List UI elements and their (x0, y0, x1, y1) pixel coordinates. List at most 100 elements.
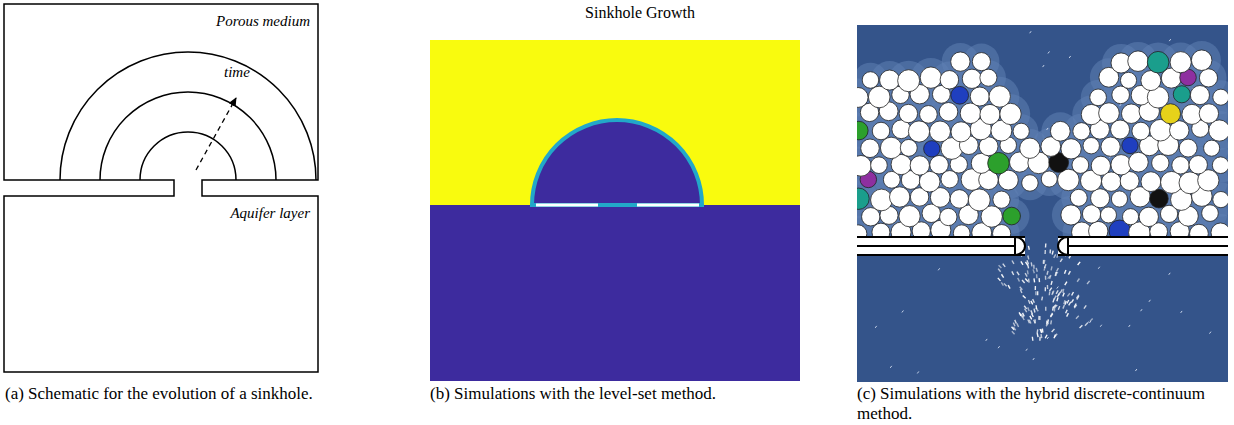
flow-streak (1069, 302, 1071, 305)
flow-streak (1031, 262, 1033, 266)
layer-label: Aquifer layer (230, 205, 310, 222)
flow-streak (1060, 289, 1062, 292)
particle (1189, 156, 1207, 174)
particle (972, 53, 990, 71)
flow-streak (1001, 274, 1003, 277)
flow-streak (1068, 271, 1070, 275)
particle (871, 189, 893, 211)
particle (950, 190, 969, 209)
flow-streak (1077, 296, 1079, 299)
particle (1090, 89, 1107, 106)
particle (993, 191, 1010, 208)
flow-streak (1044, 267, 1045, 271)
particle (968, 189, 990, 211)
particle (1139, 207, 1158, 226)
flow-streak (1028, 320, 1030, 324)
flow-streak (998, 269, 1000, 272)
schematic (4, 4, 318, 372)
flow-streak (1064, 270, 1065, 274)
flow-streak (1018, 278, 1020, 282)
flow-streak (1049, 291, 1051, 295)
flow-streak (1030, 316, 1032, 320)
flow-streak (1051, 281, 1052, 285)
flow-streak (917, 371, 919, 373)
particle (1122, 104, 1141, 123)
flow-streak (1046, 323, 1048, 326)
flow-streak (1028, 300, 1029, 304)
flow-streak (1058, 292, 1060, 296)
flow-streak (1043, 260, 1045, 264)
flow-streak (1080, 325, 1083, 328)
particle (908, 121, 929, 142)
flow-streak (1045, 335, 1047, 339)
level-set-plot (430, 40, 800, 381)
flow-streak (1039, 337, 1041, 341)
particle (962, 69, 981, 88)
flow-streak (1052, 291, 1053, 295)
flow-streak (1047, 337, 1049, 339)
flow-streak (1056, 290, 1058, 293)
flow-streak (1045, 287, 1046, 291)
flow-streak (1024, 306, 1026, 309)
flow-streak (875, 326, 877, 328)
flow-streak (1098, 267, 1100, 269)
fluid-jets (863, 31, 1211, 373)
flow-streak (1020, 289, 1022, 293)
flow-streak (1032, 337, 1034, 341)
flow-streak (1057, 287, 1059, 289)
particle (857, 87, 868, 107)
particle (1122, 137, 1138, 153)
flow-streak (1053, 299, 1054, 303)
flow-streak (1004, 283, 1007, 286)
particle (1022, 175, 1038, 191)
particle (900, 139, 917, 156)
flow-streak (1120, 104, 1122, 106)
flow-streak (1022, 280, 1025, 283)
flow-streak (1048, 276, 1051, 279)
sinkhole-front (140, 132, 236, 180)
particle (1132, 122, 1150, 140)
flow-streak (1169, 273, 1171, 275)
particle (880, 70, 900, 90)
time-label: time (224, 64, 250, 81)
flow-streak (1015, 320, 1017, 324)
flow-streak (1050, 275, 1051, 279)
flow-streak (1076, 316, 1079, 319)
particle (1141, 71, 1161, 91)
barrier (637, 204, 699, 207)
time-arrow (196, 98, 236, 170)
flow-streak (1053, 305, 1056, 308)
flow-streak (1028, 307, 1029, 311)
particle (880, 137, 901, 158)
flow-streak (1045, 243, 1047, 247)
particle (1213, 89, 1228, 105)
flow-streak (1060, 259, 1062, 262)
particle (1100, 207, 1116, 223)
particle (1111, 191, 1127, 207)
figure-title: Sinkhole Growth (585, 4, 695, 22)
flow-streak (1049, 249, 1051, 253)
flow-streak (1071, 299, 1073, 302)
flow-streak (1031, 310, 1033, 314)
particle (910, 156, 929, 175)
flow-streak (1003, 264, 1005, 267)
flow-streak (1044, 250, 1046, 254)
flow-streak (1141, 309, 1143, 311)
particle (857, 188, 869, 209)
layer-outline (4, 4, 318, 372)
flow-streak (1054, 254, 1056, 257)
particle (1112, 86, 1130, 104)
particle (1212, 157, 1228, 174)
flow-streak (1052, 251, 1053, 255)
flow-streak (1026, 349, 1028, 351)
particle (1190, 86, 1209, 105)
flow-streak (1050, 266, 1052, 270)
flow-streak (1063, 293, 1064, 297)
flow-streak (1025, 278, 1028, 281)
barrier (536, 204, 598, 207)
flow-streak (1055, 272, 1057, 276)
flow-streak (1036, 308, 1038, 311)
particle (1099, 103, 1120, 124)
flow-streak (1055, 334, 1057, 337)
flow-streak (1087, 321, 1089, 323)
